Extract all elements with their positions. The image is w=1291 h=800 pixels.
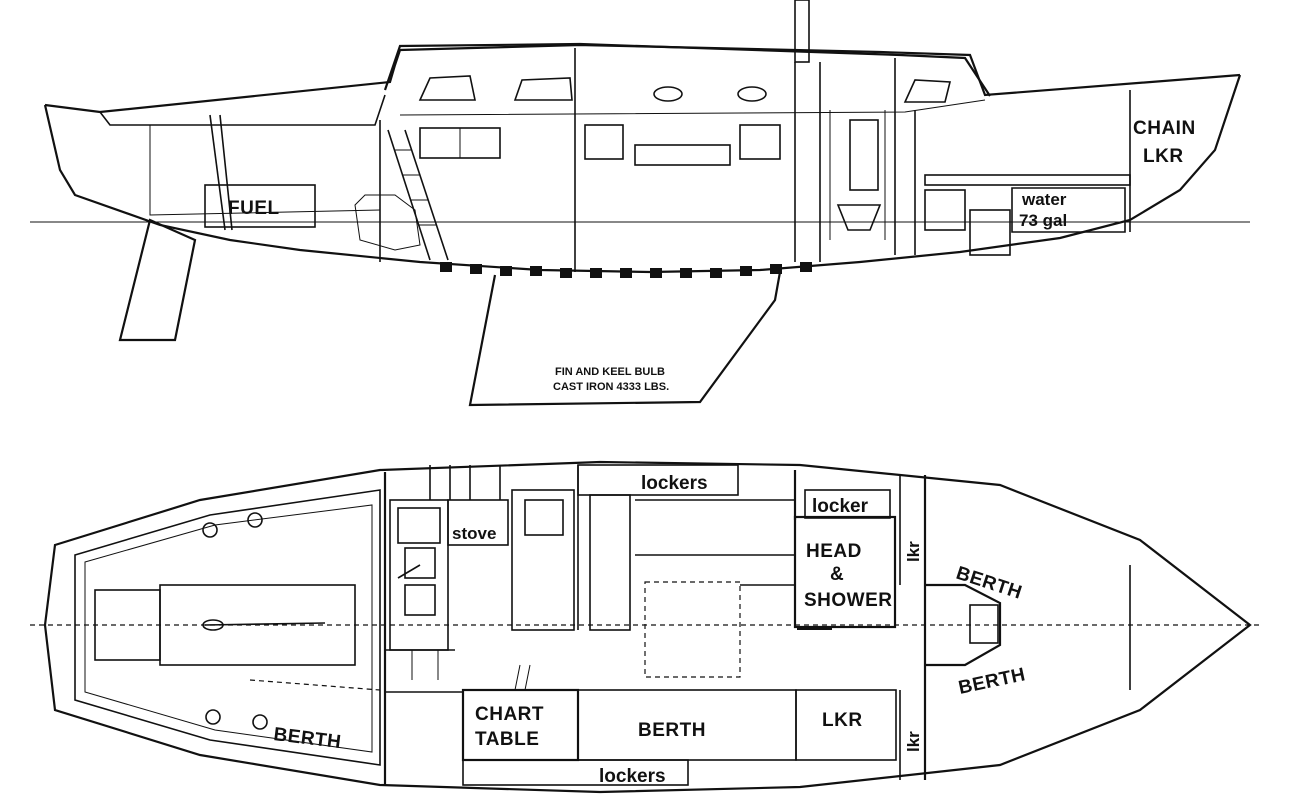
- profile-view: FUEL water 73 gal CHAIN LKR FIN AND KEEL…: [30, 0, 1250, 407]
- cabin-ports: [418, 75, 952, 103]
- sheer-line: [44, 43, 1241, 114]
- water-label: water: [1021, 190, 1067, 209]
- fuel-label: FUEL: [228, 198, 280, 219]
- chart-seat: [514, 664, 531, 691]
- v-berth: [925, 583, 1002, 667]
- rudder-stock: [209, 114, 226, 231]
- mast: [794, 0, 810, 63]
- chart-label-2: TABLE: [475, 729, 539, 750]
- water-tank: [1011, 187, 1126, 233]
- keel-caption-2: CAST IRON 4333 LBS.: [553, 381, 669, 393]
- chart-label-1: CHART: [475, 704, 544, 725]
- cabin-trunk: [383, 42, 991, 97]
- lkr-lower-label: LKR: [822, 710, 863, 731]
- tiller: [204, 622, 326, 626]
- keel-caption-1: FIN AND KEEL BULB: [555, 366, 665, 378]
- lockers-bottom: [462, 759, 689, 786]
- icebox: [511, 489, 575, 631]
- lockers-bottom-label: lockers: [599, 766, 666, 787]
- plan-hull-outline: [43, 460, 1252, 794]
- head-compartment: [793, 515, 897, 629]
- rudder: [118, 218, 197, 342]
- locker-box: [804, 489, 891, 519]
- fin-keel: [468, 271, 782, 407]
- cockpit: [99, 94, 386, 126]
- head-door: [797, 626, 832, 630]
- lkr-top-label: lkr: [904, 541, 923, 562]
- head-label-3: SHOWER: [804, 590, 893, 611]
- winch-4: [252, 714, 268, 730]
- fuel-tank: [204, 184, 316, 228]
- hull-outline: [43, 74, 1242, 274]
- lockers-top-label: lockers: [641, 473, 708, 494]
- water-capacity-label: 73 gal: [1019, 211, 1067, 230]
- stove-label: stove: [452, 524, 496, 543]
- head-label-2: &: [830, 564, 844, 585]
- chain-locker-label-2: LKR: [1143, 146, 1184, 167]
- rudder-stock-2: [219, 114, 233, 231]
- winch-1: [202, 522, 218, 538]
- companionway-ladder: [387, 129, 449, 261]
- v-berth-insert: [969, 604, 999, 644]
- winch-2: [247, 512, 263, 528]
- winch-3: [205, 709, 221, 725]
- floor-frames: [440, 262, 812, 278]
- cabin-trunk-inner: [399, 99, 986, 116]
- rudder-post: [202, 619, 224, 631]
- berth-aft-label: BERTH: [272, 724, 342, 753]
- profile-bulkheads: [379, 48, 916, 272]
- settee: [589, 494, 631, 631]
- locker-label: locker: [812, 496, 869, 517]
- aft-berth-dashed: [249, 679, 381, 691]
- icebox-lid: [524, 499, 564, 536]
- galley: [385, 465, 509, 680]
- toilet: [836, 204, 882, 231]
- plan-deck-inner: [74, 489, 381, 766]
- chain-locker-label-1: CHAIN: [1133, 118, 1196, 139]
- plan-view: stove lockers locker HEAD & SHOWER lkr B: [30, 460, 1260, 794]
- berth-fwd-lower-label: BERTH: [957, 664, 1028, 699]
- lkr-bottom-label: lkr: [904, 731, 923, 752]
- lockers-top: [577, 464, 739, 496]
- lkr-lower-box: [795, 689, 897, 761]
- cockpit-seat: [94, 589, 161, 661]
- head-label-1: HEAD: [806, 541, 862, 562]
- dining-table: [644, 581, 741, 678]
- berth-main-label: BERTH: [638, 720, 706, 741]
- engine: [354, 194, 421, 251]
- cockpit-floor: [149, 125, 381, 216]
